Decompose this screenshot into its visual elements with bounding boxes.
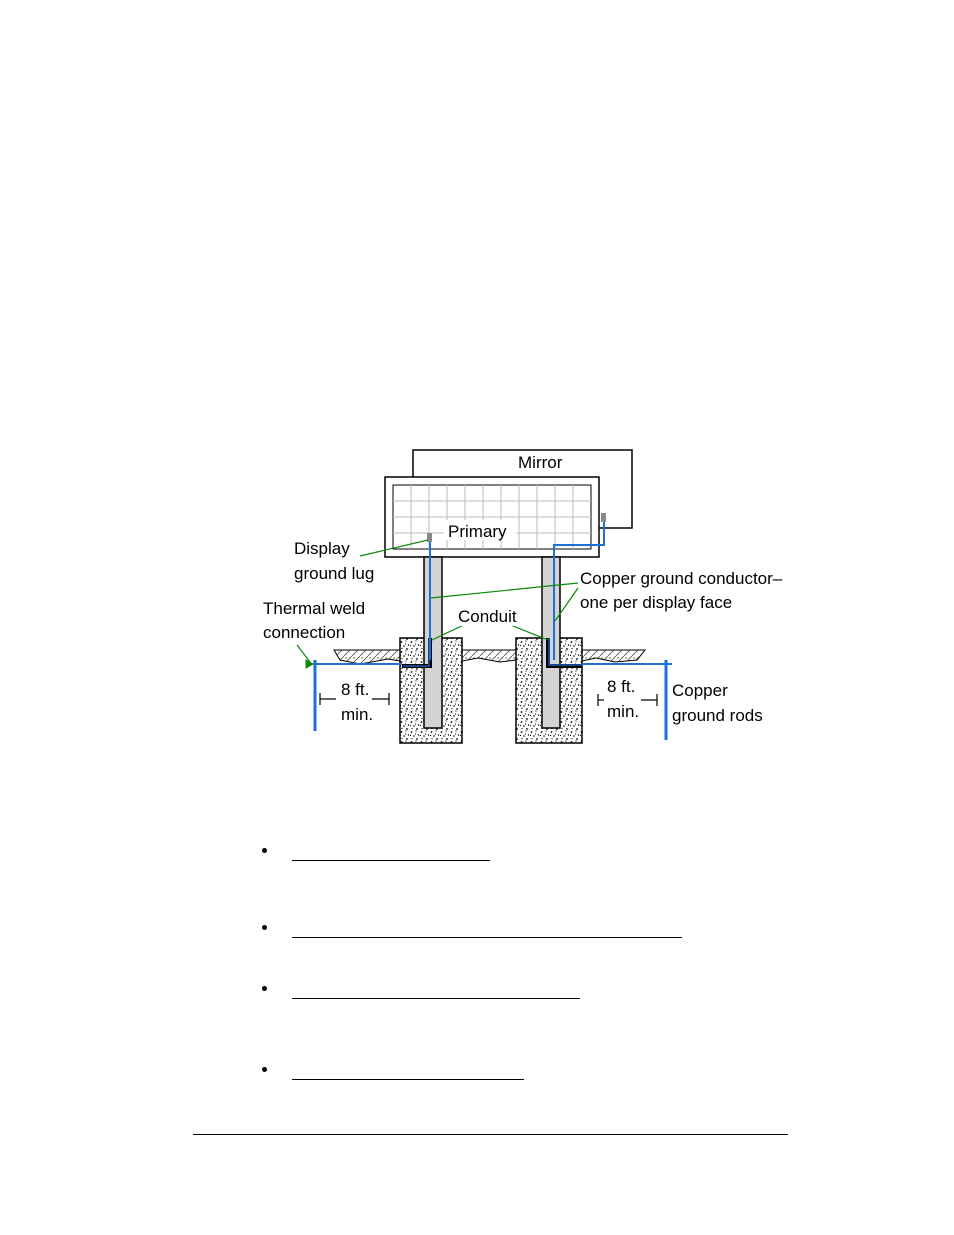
footer-rule	[193, 1134, 788, 1135]
link[interactable]	[292, 1061, 524, 1080]
ground-rods-label: Copper	[672, 681, 728, 700]
copper-ground-conductors	[313, 522, 666, 665]
spacing-left-label: 8 ft.	[341, 680, 369, 699]
dimension-markers	[319, 693, 658, 706]
post-right	[541, 556, 561, 729]
thermal-weld-label: Thermal weld	[263, 599, 365, 618]
link[interactable]	[292, 980, 580, 999]
post-left	[423, 556, 443, 729]
copper-conductor-label-2: one per display face	[580, 593, 732, 612]
primary-display	[384, 476, 600, 558]
mirror-label: Mirror	[518, 453, 563, 472]
copper-ground-rods	[313, 660, 672, 740]
bullet-icon	[262, 848, 267, 853]
display-ground-lug-label: Display	[294, 539, 350, 558]
display-ground-lug-label-2: ground lug	[294, 564, 374, 583]
conduit-label: Conduit	[458, 607, 517, 626]
copper-conductor-label: Copper ground conductor–	[580, 569, 783, 588]
mirror-ground-lug	[601, 513, 606, 522]
bullet-icon	[262, 1067, 267, 1072]
bullet-icon	[262, 925, 267, 930]
spacing-right-label: 8 ft.	[607, 677, 635, 696]
ground-rods-label-2: ground rods	[672, 706, 763, 725]
bullet-icon	[262, 986, 267, 991]
spacing-right-label-2: min.	[607, 702, 639, 721]
thermal-weld-label-2: connection	[263, 623, 345, 642]
link[interactable]	[292, 842, 490, 861]
conduit-right	[546, 638, 582, 668]
spacing-left-label-2: min.	[341, 705, 373, 724]
primary-ground-lug	[427, 533, 432, 542]
link[interactable]	[292, 919, 682, 938]
primary-label: Primary	[448, 522, 507, 541]
ground-surface	[333, 649, 647, 665]
